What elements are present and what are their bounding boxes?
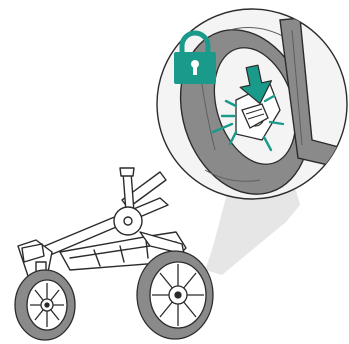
front-axle xyxy=(45,303,49,307)
seat-mount-post xyxy=(123,172,134,212)
rear-wheel xyxy=(137,251,213,339)
rear-axle xyxy=(175,292,181,298)
seat-mount-cap xyxy=(120,168,134,176)
callout-shadow-wedge xyxy=(205,190,300,275)
front-wheel xyxy=(15,270,75,340)
hub-bolt xyxy=(124,217,132,225)
